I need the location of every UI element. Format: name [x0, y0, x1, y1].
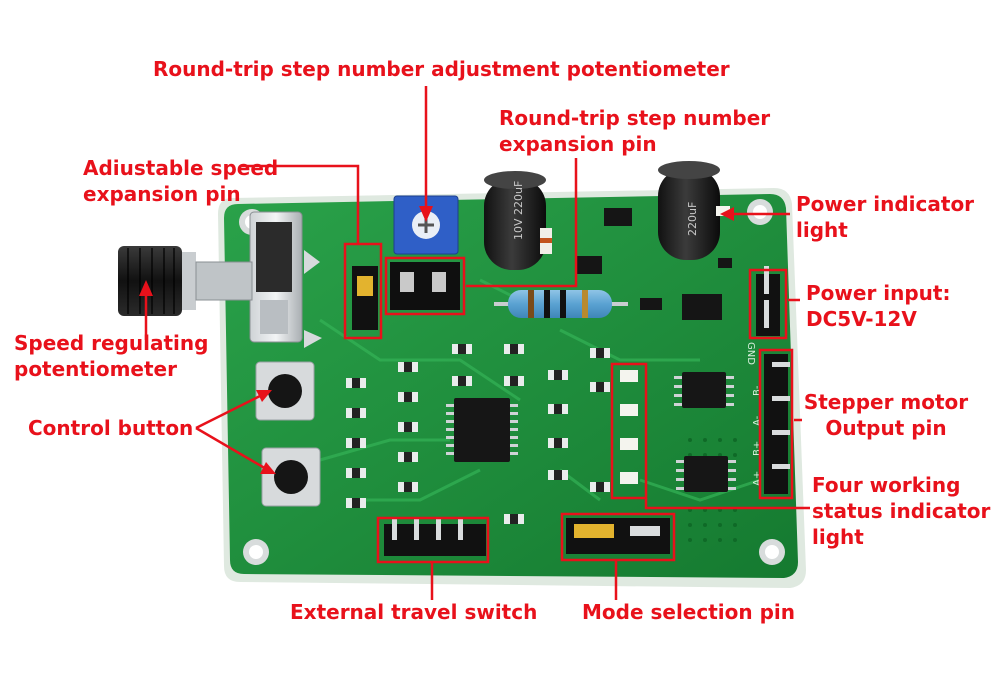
travel-switch-header — [384, 518, 486, 556]
label-round-trip-pot: Round-trip step number adjustment potent… — [153, 56, 730, 82]
leader-lines — [139, 86, 810, 600]
label-line: expansion pin — [83, 182, 241, 206]
main-ic — [446, 398, 518, 462]
label-stepper-output: Stepper motor Output pin — [803, 389, 969, 441]
power-input-header: GND — [745, 266, 780, 365]
label-line: DC5V-12V — [806, 307, 917, 331]
motor-pin-a-plus: A+ — [752, 471, 763, 486]
label-line: Round-trip step number adjustment potent… — [153, 57, 730, 81]
driver-ic-top — [674, 372, 734, 408]
label-mode-selection: Mode selection pin — [582, 599, 795, 625]
cap-left-text: 10V 220uF — [512, 181, 525, 240]
driver-ic-bottom — [676, 456, 736, 492]
label-speed-pot: Speed regulating potentiometer — [14, 330, 208, 382]
motor-output-header: A+ B+ A- B- — [752, 354, 790, 494]
label-line: Speed regulating — [14, 331, 209, 355]
power-led — [716, 206, 730, 216]
label-line: Four working — [812, 473, 961, 497]
label-line: Output pin — [825, 416, 947, 440]
label-line: Adiustable speed — [83, 156, 279, 180]
label-status-leds: Four working status indicator light — [812, 472, 990, 550]
label-line: Round-trip step number — [499, 106, 771, 130]
label-line: Stepper motor — [803, 390, 969, 414]
label-line: light — [796, 218, 848, 242]
status-leds — [620, 370, 638, 484]
label-line: Control button — [28, 416, 194, 440]
label-line: potentiometer — [14, 357, 177, 381]
smd-components — [540, 208, 732, 320]
capacitor-left: 10V 220uF — [484, 171, 546, 270]
label-power-indicator: Power indicator light — [796, 191, 974, 243]
resistor — [494, 290, 628, 318]
label-line: Mode selection pin — [582, 600, 795, 624]
motor-pin-a-minus: A- — [752, 415, 763, 426]
motor-pin-b-minus: B- — [752, 385, 763, 396]
gnd-text: GND — [745, 342, 756, 365]
round-trip-trimmer — [390, 195, 460, 310]
label-line: Power indicator — [796, 192, 975, 216]
smd-resistors — [346, 344, 610, 524]
label-line: light — [812, 525, 864, 549]
label-line: expansion pin — [499, 132, 657, 156]
label-adj-speed-expansion: Adiustable speed expansion pin — [83, 155, 278, 207]
speed-potentiometer — [118, 211, 322, 348]
label-power-input: Power input: DC5V-12V — [806, 280, 950, 332]
label-travel-switch: External travel switch — [290, 599, 537, 625]
motor-pin-b-plus: B+ — [752, 441, 763, 456]
label-control-button: Control button — [28, 415, 193, 441]
cap-right-text: 220uF — [686, 202, 699, 236]
mode-jumpers — [566, 518, 670, 554]
capacitor-right: 220uF — [658, 161, 720, 260]
label-round-trip-expansion: Round-trip step number expansion pin — [499, 105, 770, 157]
label-line: Power input: — [806, 281, 951, 305]
adj-speed-jumper — [352, 266, 378, 330]
label-line: External travel switch — [290, 600, 538, 624]
control-buttons — [255, 361, 321, 507]
label-line: status indicator — [812, 499, 991, 523]
